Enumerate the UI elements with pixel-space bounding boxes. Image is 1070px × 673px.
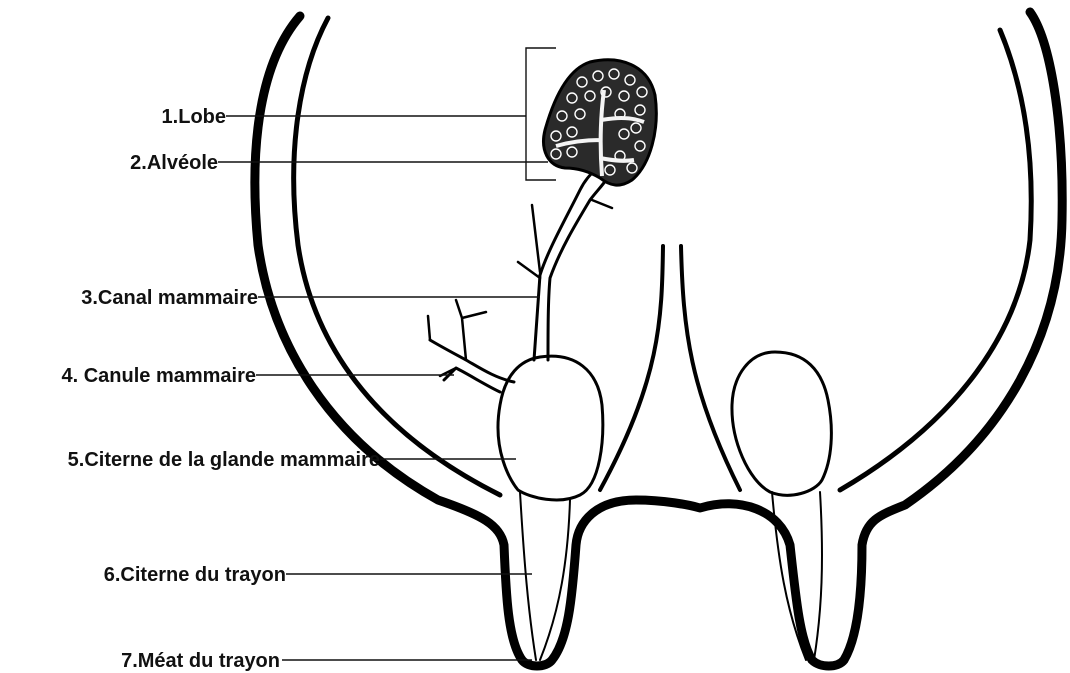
left-gland bbox=[428, 170, 612, 660]
label-alveole: 2.Alvéole bbox=[130, 152, 218, 174]
label-lobe: 1.Lobe bbox=[162, 106, 226, 128]
label-canal: 3.Canal mammaire bbox=[81, 287, 258, 309]
lobe-cluster bbox=[544, 60, 657, 185]
label-canule: 4. Canule mammaire bbox=[61, 365, 256, 387]
label-citerne-glande: 5.Citerne de la glande mammaire bbox=[68, 449, 380, 471]
labels: 1.Lobe 2.Alvéole 3.Canal mammaire 4. Can… bbox=[61, 106, 380, 672]
label-citerne-trayon: 6.Citerne du trayon bbox=[104, 564, 286, 586]
udder-outline bbox=[255, 12, 1062, 666]
label-meat: 7.Méat du trayon bbox=[121, 650, 280, 672]
